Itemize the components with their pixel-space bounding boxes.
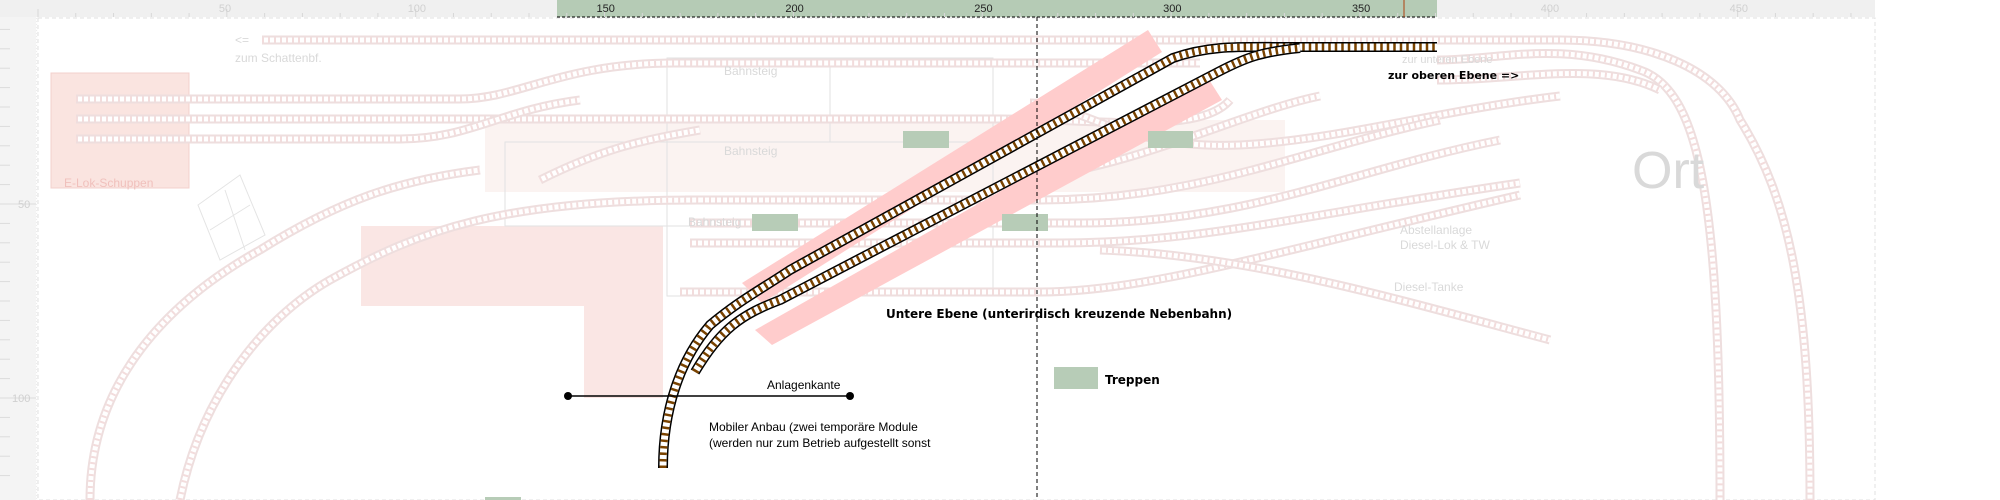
faded-track-bed	[685, 117, 1441, 203]
ruler-tick-label: 100	[408, 3, 426, 15]
lower-level-track-sleepers	[659, 43, 1437, 469]
stairs	[485, 131, 1193, 500]
layout-edge-endpoint	[846, 392, 854, 400]
lower-level-track-bed	[691, 44, 1301, 374]
faded-track-sleepers	[1099, 247, 1551, 343]
top-ruler[interactable]: 50 100 150 200 250 300 350 400 450	[0, 0, 1875, 18]
faded-track-sleepers	[1049, 93, 1321, 178]
back-arrow-label: <=	[235, 33, 249, 47]
ruler-tick-label: 300	[1163, 3, 1181, 15]
to-lower-level-label: zur unteren Ebene	[1402, 54, 1493, 66]
station-building	[361, 226, 663, 398]
underground-band	[755, 75, 1222, 345]
ruler-tick-label: 150	[597, 3, 615, 15]
platform-label: Bahnsteig	[724, 144, 777, 158]
ruler-tick-label: 450	[1730, 3, 1748, 15]
stairs-legend-label: Treppen	[1105, 373, 1160, 387]
faded-track-sleepers	[1436, 51, 1723, 500]
ruler-tick-label: 50	[219, 3, 231, 15]
layout-edge-label: Anlagenkante	[767, 378, 841, 392]
faded-track-sleepers	[690, 137, 1501, 226]
lower-level-tracks[interactable]	[658, 41, 1437, 469]
platform-label: Bahnsteig	[688, 215, 741, 229]
layout-edge-endpoint	[564, 392, 572, 400]
to-upper-level-label: zur oberen Ebene =>	[1388, 69, 1519, 82]
ruler-tick-label: 250	[974, 3, 992, 15]
ruler-tick-label: 400	[1541, 3, 1559, 15]
faded-track-sleepers	[87, 167, 481, 500]
stairs-legend-swatch	[1054, 367, 1098, 389]
faded-track-sleepers	[177, 197, 701, 500]
siding-label: Abstellanlage	[1400, 223, 1472, 237]
platform-label: Bahnsteig	[724, 64, 777, 78]
mobile-extension-label: (werden nur zum Betrieb aufgestellt sons…	[709, 436, 931, 450]
lower-level-label: Untere Ebene (unterirdisch kreuzende Neb…	[886, 307, 1232, 321]
loco-shed-label: E-Lok-Schuppen	[64, 176, 153, 190]
shadow-station-label: zum Schattenbf.	[235, 51, 322, 65]
left-ruler[interactable]: 50 100	[0, 17, 36, 500]
faded-track-sleepers	[1436, 70, 1662, 93]
fuel-label: Diesel-Tanke	[1394, 280, 1464, 294]
ruler-tick-label: 200	[785, 3, 803, 15]
faded-track-sleepers	[262, 37, 1813, 500]
layout-board	[37, 17, 1876, 500]
ruler-tick-label: 350	[1352, 3, 1370, 15]
ruler-tick-label: 50	[18, 199, 30, 211]
ruler-tick-label: 100	[12, 393, 30, 405]
ruler-visible-range	[557, 0, 1437, 17]
siding-label: Diesel-Lok & TW	[1400, 238, 1490, 252]
faded-track-bed	[538, 127, 701, 183]
faded-track-sleepers	[690, 180, 1521, 246]
faded-track-sleepers	[1029, 93, 1561, 148]
faded-track-sleepers	[680, 192, 1521, 295]
faded-track-sleepers	[76, 97, 581, 142]
mobile-extension-label: Mobiler Anbau (zwei temporäre Module	[709, 420, 918, 434]
loco-shed	[50, 72, 190, 189]
turntable-sketch	[197, 174, 266, 261]
town-label: Ort	[1632, 142, 1705, 200]
faded-track-sleepers	[76, 60, 1200, 102]
